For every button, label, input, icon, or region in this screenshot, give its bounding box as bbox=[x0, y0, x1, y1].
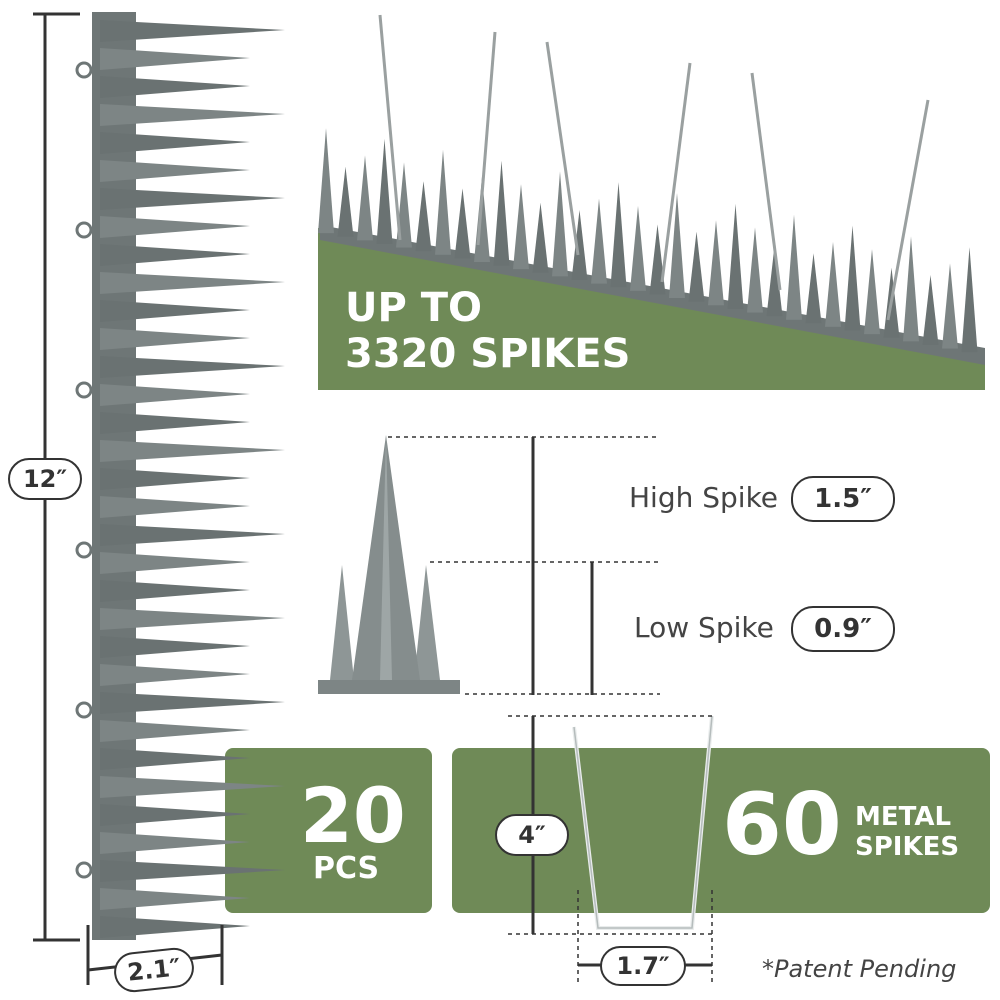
metal-line2: SPIKES bbox=[855, 832, 960, 862]
headline-line1: UP TO bbox=[345, 285, 483, 331]
high-spike-label: High Spike bbox=[629, 481, 779, 514]
headline-line2: 3320 SPIKES bbox=[345, 331, 631, 377]
metal-height-badge: 4″ bbox=[495, 814, 569, 856]
single-spike-detail bbox=[318, 435, 460, 694]
spike-strip-vertical bbox=[75, 12, 285, 940]
pieces-unit: PCS bbox=[313, 851, 380, 886]
metal-width-badge: 1.7″ bbox=[600, 946, 686, 986]
length-dimension-badge: 12″ bbox=[8, 458, 82, 500]
high-spike-value: 1.5″ bbox=[791, 476, 895, 522]
low-spike-value: 0.9″ bbox=[791, 606, 895, 652]
pieces-panel bbox=[225, 748, 432, 913]
pieces-count: 20 bbox=[300, 771, 406, 860]
spike-strip-angled bbox=[318, 14, 985, 365]
metal-spikes-panel bbox=[452, 748, 990, 913]
low-spike-label: Low Spike bbox=[634, 611, 774, 644]
metal-line1: METAL bbox=[855, 802, 952, 832]
metal-count: 60 bbox=[722, 775, 842, 875]
patent-footnote: *Patent Pending bbox=[762, 955, 957, 983]
